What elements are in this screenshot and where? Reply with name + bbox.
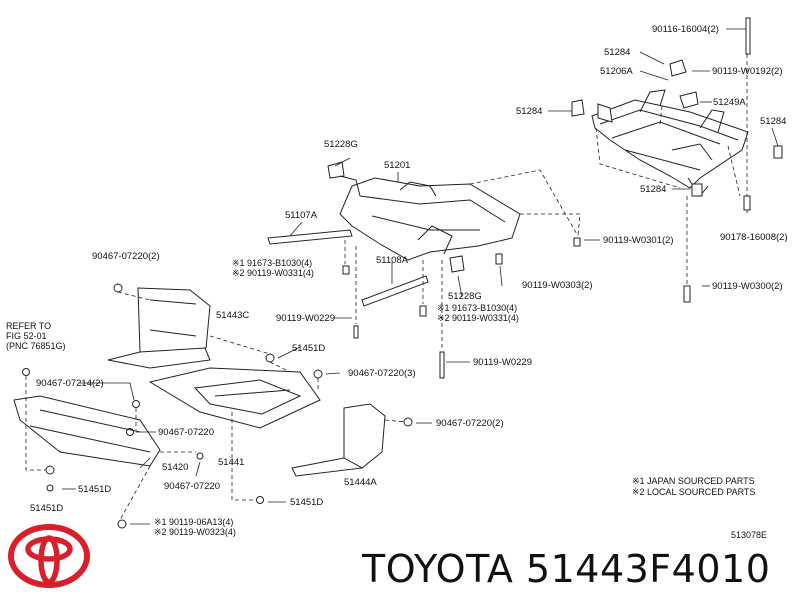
- label-90467-07214: 90467-07214(2): [36, 378, 104, 389]
- diagram-code: 513078E: [731, 530, 768, 540]
- cover-51420: [13, 395, 161, 467]
- label-90467-07220-b: 90467-07220(3): [348, 368, 416, 379]
- brace-51107a: [267, 229, 353, 245]
- label-51284-bottom: 51284: [640, 184, 667, 195]
- label-51451d-lower: 51451D: [290, 497, 324, 508]
- cover-51441: [148, 367, 321, 429]
- label-51284-top: 51284: [604, 47, 631, 58]
- source-legend: ※1 JAPAN SOURCED PARTS ※2 LOCAL SOURCED …: [632, 476, 755, 498]
- label-90467-07220-a: 90467-07220(2): [92, 251, 160, 262]
- legend-local: ※2 LOCAL SOURCED PARTS: [632, 487, 756, 497]
- label-90467-07220-c: 90467-07220(2): [436, 418, 504, 429]
- label-90116-16004: 90116-16004(2): [652, 24, 719, 35]
- label-51249a: 51249A: [713, 97, 746, 108]
- front-subframe: [327, 161, 521, 273]
- label-51107a: 51107A: [285, 210, 318, 221]
- label-51284-left: 51284: [516, 106, 543, 117]
- note-right-fasteners: ※1 91673-B1030(4) ※2 90119-W0331(4): [437, 303, 519, 323]
- label-51451d-center: 51451D: [292, 343, 326, 354]
- label-90119-w0229-a: 90119-W0229: [276, 313, 335, 324]
- label-90119-w0300: 90119-W0300(2): [712, 281, 783, 292]
- cover-51443c: [107, 287, 211, 369]
- label-51444a: 51444A: [344, 477, 377, 488]
- label-51420: 51420: [162, 462, 189, 473]
- refer-note: REFER TO FIG 52-01 (PNC 76851G): [6, 321, 66, 351]
- label-90467-07220-d: 90467-07220: [158, 427, 214, 438]
- label-51451d-far-left: 51451D: [30, 503, 64, 514]
- refer-line-1: REFER TO: [6, 321, 52, 331]
- label-90119-w0192: 90119-W0192(2): [712, 66, 783, 77]
- refer-line-3: (PNC 76851G): [6, 341, 66, 351]
- rear-subframe: [571, 17, 783, 303]
- label-51284-right: 51284: [760, 116, 787, 127]
- note-bottom-fasteners: ※1 90119-06A13(4) ※2 90119-W0323(4): [154, 517, 236, 537]
- label-90178-16008: 90178-16008(2): [720, 232, 788, 243]
- brace-51108a: [361, 275, 429, 307]
- refer-line-2: FIG 52-01: [6, 331, 47, 341]
- label-51441: 51441: [218, 457, 245, 468]
- label-90119-w0301: 90119-W0301(2): [603, 235, 674, 246]
- label-51201: 51201: [384, 160, 411, 171]
- legend-japan: ※1 JAPAN SOURCED PARTS: [632, 476, 755, 486]
- label-51451d-left: 51451D: [78, 484, 112, 495]
- cover-51444a: [291, 403, 386, 477]
- label-51228g-bottom: 51228G: [448, 291, 482, 302]
- toyota-logo-icon: [8, 524, 90, 588]
- label-90467-07220-e: 90467-07220: [164, 481, 220, 492]
- label-90119-w0303: 90119-W0303(2): [522, 280, 593, 291]
- label-51108a: 51108A: [376, 255, 409, 266]
- note-left-fasteners: ※1 91673-B1030(4) ※2 90119-W0331(4): [232, 258, 314, 278]
- part-caption: TOYOTA 51443F4010: [362, 547, 771, 591]
- label-51443c: 51443C: [216, 310, 250, 321]
- label-51206a: 51206A: [600, 66, 633, 77]
- label-90119-w0229-b: 90119-W0229: [473, 357, 532, 368]
- label-51228g-top: 51228G: [324, 139, 358, 150]
